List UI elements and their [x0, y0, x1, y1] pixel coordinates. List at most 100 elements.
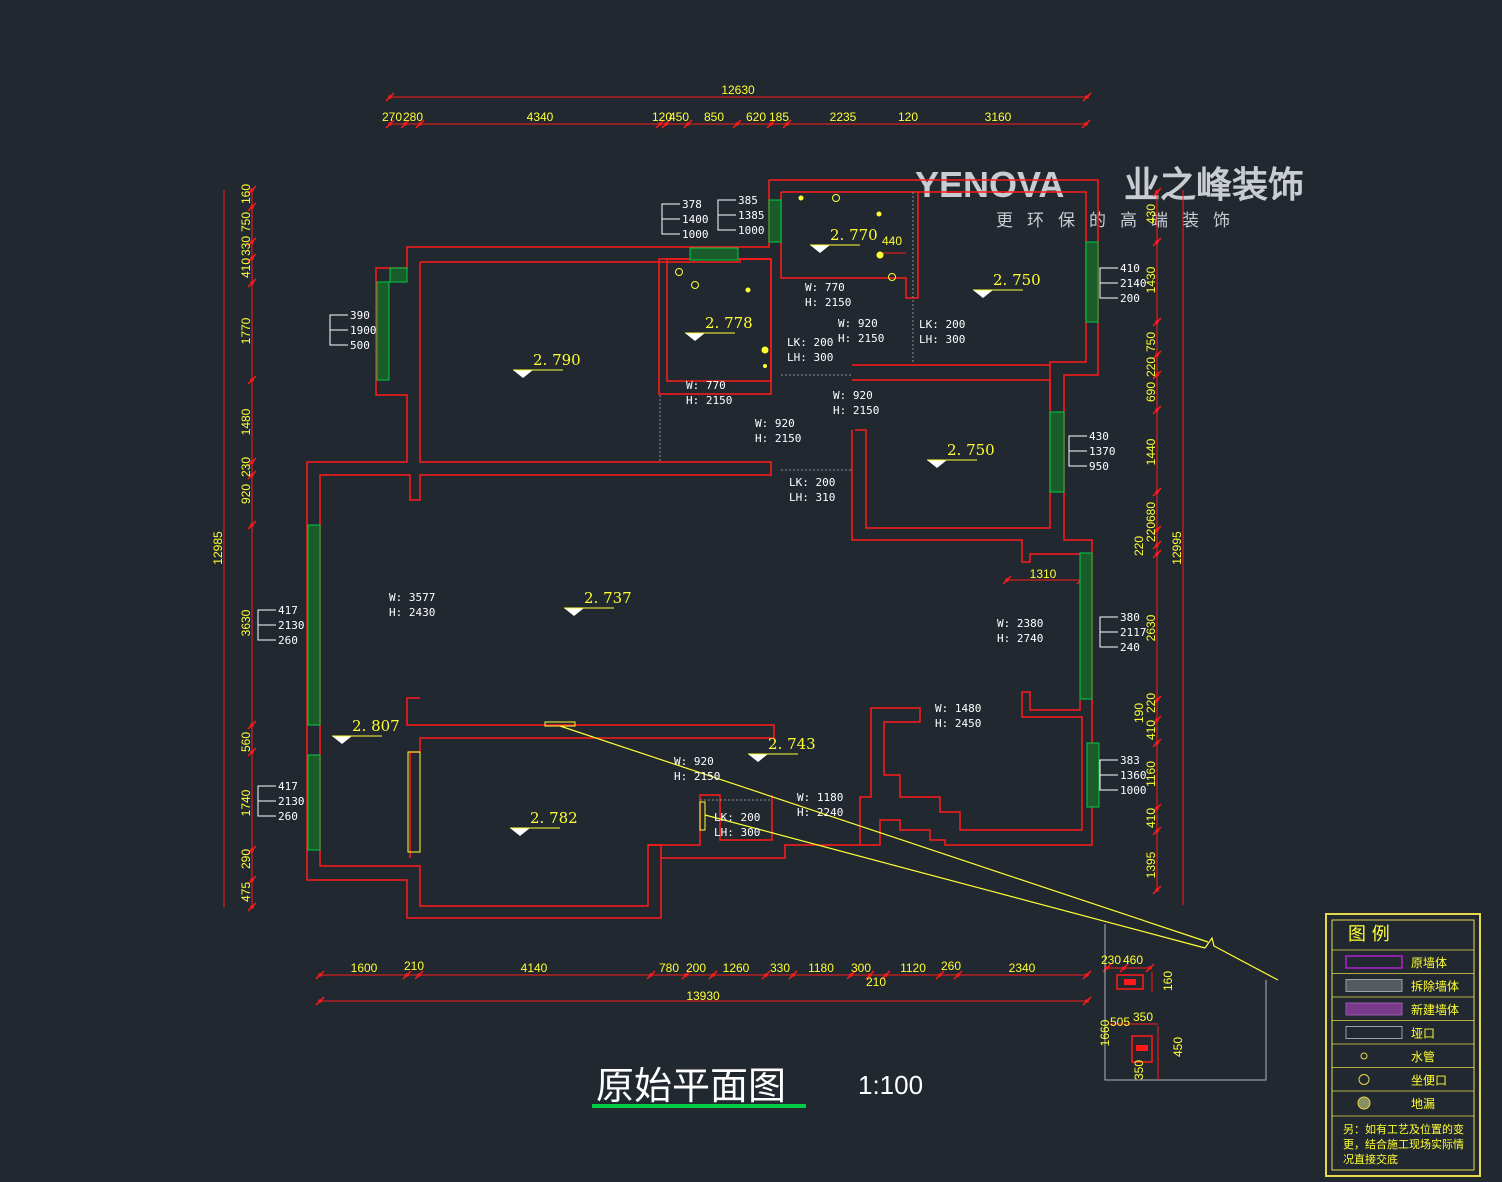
svg-text:W: 920: W: 920: [755, 417, 795, 430]
dim-right-segment: 1430: [1144, 266, 1158, 293]
detail-dim: 1660: [1098, 1019, 1112, 1046]
svg-text:430: 430: [1089, 430, 1109, 443]
svg-text:1000: 1000: [738, 224, 765, 237]
dim-bottom-segment: 1120: [900, 961, 926, 975]
level-mark: 2. 782: [510, 809, 578, 836]
dim-inner-1310: 1310: [1030, 567, 1057, 581]
window-callout: 430 1370 950: [1068, 430, 1116, 473]
demolished-wall-icon: [1345, 979, 1403, 992]
svg-text:H: 2450: H: 2450: [935, 717, 981, 730]
dim-left-segment: 3630: [239, 609, 253, 636]
floor-drain-icon: [876, 251, 884, 259]
svg-text:H: 2150: H: 2150: [674, 770, 720, 783]
detail-dim: 230: [1101, 953, 1121, 967]
dim-left-total: 12985: [211, 531, 225, 565]
legend-note-line: 更，结合施工现场实际情: [1343, 1137, 1464, 1151]
level-mark: 2. 750: [973, 271, 1041, 298]
dim-left-segment: 475: [239, 882, 253, 902]
level-mark: 2. 807: [332, 717, 400, 744]
dim-bottom-total: 13930: [686, 989, 720, 1003]
dim-right-segment: 2630: [1144, 614, 1158, 641]
svg-text:2. 778: 2. 778: [705, 314, 753, 332]
dim-bottom-segment: 1260: [723, 961, 750, 975]
svg-text:1370: 1370: [1089, 445, 1116, 458]
windows: [307, 199, 1100, 853]
dim-left-segment: 1770: [239, 317, 253, 344]
svg-text:地漏: 地漏: [1411, 1097, 1435, 1111]
dim-top-segment: 120: [652, 110, 672, 124]
svg-text:2. 737: 2. 737: [584, 589, 632, 607]
dim-right-segment: 680: [1144, 502, 1158, 522]
brand-watermark: YENOVA 业之峰装饰 更环保的高端装饰: [915, 164, 1304, 231]
svg-text:W: 770: W: 770: [686, 379, 726, 392]
svg-text:水管: 水管: [1411, 1049, 1435, 1064]
svg-text:W: 1480: W: 1480: [935, 702, 981, 715]
brand-slogan: 更环保的高端装饰: [996, 211, 1244, 231]
svg-text:260: 260: [278, 634, 298, 647]
svg-text:W: 2380: W: 2380: [997, 617, 1043, 630]
svg-text:W: 1180: W: 1180: [797, 791, 843, 804]
svg-text:W: 920: W: 920: [838, 317, 878, 330]
svg-text:1000: 1000: [682, 228, 709, 241]
dimension-lines: [223, 96, 1184, 1002]
window-top-bath: [768, 199, 782, 243]
svg-text:2. 790: 2. 790: [533, 351, 581, 369]
window-left-top: [376, 281, 390, 381]
legend-item: 垭口: [1332, 1020, 1474, 1041]
svg-text:2. 750: 2. 750: [947, 441, 995, 459]
dim-top-segment: 280: [403, 110, 423, 124]
dim-right-segment: 1395: [1144, 851, 1158, 878]
dim-bottom-segment: 2340: [1009, 961, 1036, 975]
toilet-outlet-detail: [1116, 974, 1144, 990]
top-bath-wall: [780, 192, 919, 299]
svg-text:H: 2150: H: 2150: [838, 332, 884, 345]
svg-text:LH: 300: LH: 300: [919, 333, 965, 346]
dim-inner-440: 440: [882, 234, 902, 248]
window-top-center: [689, 247, 739, 261]
level-mark: 2. 737: [564, 589, 632, 616]
dim-top-segment: 850: [704, 110, 724, 124]
dim-top-segment: 185: [769, 110, 789, 124]
dim-left-segment: 560: [239, 732, 253, 752]
svg-text:1900: 1900: [350, 324, 377, 337]
svg-text:H: 2150: H: 2150: [833, 404, 879, 417]
dim-top-segment: 4340: [527, 110, 554, 124]
left-inner: [319, 262, 773, 907]
legend-item: 原墙体: [1332, 949, 1474, 970]
dim-left-segment: 410: [239, 258, 253, 278]
dim-right-segment: 690: [1144, 382, 1158, 402]
lower-right-wall: [859, 691, 1083, 845]
toilet-outlet-icon: [888, 273, 896, 281]
level-mark: 2. 790: [513, 351, 581, 378]
water-pipe-icon: [745, 287, 751, 293]
dim-left-segment: 750: [239, 212, 253, 232]
window-right-lower: [1079, 552, 1093, 700]
dim-left-segment: 1740: [239, 789, 253, 816]
svg-text:原墙体: 原墙体: [1411, 956, 1447, 970]
level-mark: 2. 778: [685, 314, 753, 341]
dim-left-segment: 230: [239, 457, 253, 477]
dim-left-segment: 290: [239, 849, 253, 869]
window-left-small: [389, 267, 408, 283]
svg-text:2. 807: 2. 807: [352, 717, 400, 735]
door-frame-yellow: [407, 751, 421, 853]
detail-dim: 505: [1110, 1015, 1130, 1029]
svg-text:LH: 300: LH: 300: [714, 826, 760, 839]
svg-text:2. 782: 2. 782: [530, 809, 578, 827]
water-pipe-icon: [675, 268, 683, 276]
drawing-title-block: 原始平面图 1:100: [592, 1064, 923, 1108]
svg-text:950: 950: [1089, 460, 1109, 473]
detail-dim: 350: [1133, 1010, 1153, 1024]
